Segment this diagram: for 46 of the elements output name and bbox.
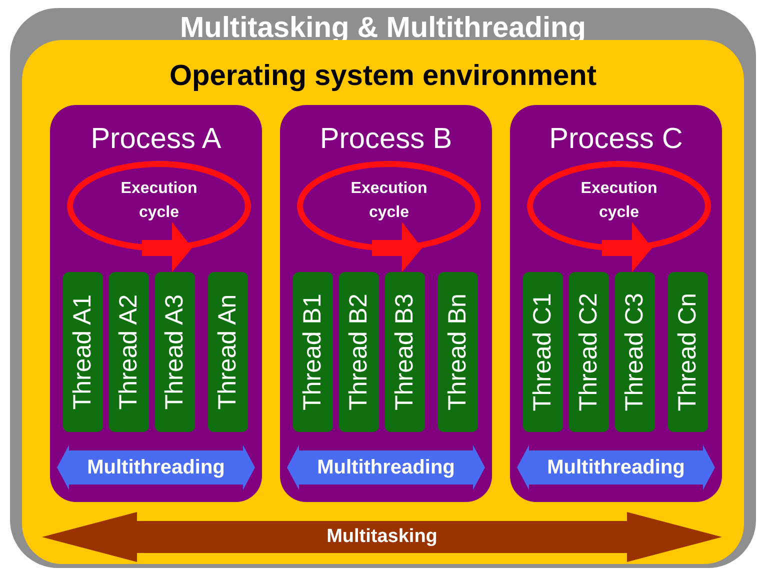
- cycle-label: Execution cycle: [120, 179, 198, 223]
- thread-label: Thread C3: [620, 292, 650, 412]
- thread-label: Thread Cn: [674, 292, 702, 412]
- thread-bar: [208, 272, 248, 432]
- panel-title: Multitasking & Multithreading: [180, 12, 586, 45]
- panel-title: Operating system environment: [169, 60, 597, 93]
- arrow-label: Multithreading: [547, 456, 685, 479]
- thread-bar: [293, 272, 333, 432]
- process-panel: [280, 105, 492, 502]
- process-panel: [510, 105, 722, 502]
- arrow-label: Multithreading: [317, 456, 455, 479]
- thread-bar: [155, 272, 195, 432]
- execution-cycle: [66, 160, 252, 272]
- thread-label: Thread Bn: [444, 294, 472, 410]
- cycle-label: Execution cycle: [580, 179, 658, 223]
- cycle-label: Execution cycle: [350, 179, 428, 223]
- thread-bar: [615, 272, 655, 432]
- process-title: Process B: [320, 123, 452, 156]
- thread-label: Thread B3: [390, 294, 420, 410]
- thread-bar: [569, 272, 609, 432]
- double-arrow: [57, 445, 255, 490]
- thread-bar: [109, 272, 149, 432]
- thread-bar: [438, 272, 478, 432]
- thread-label: Thread An: [214, 294, 242, 410]
- thread-label: Thread B1: [298, 294, 328, 410]
- thread-label: Thread C1: [528, 292, 558, 412]
- execution-cycle: [526, 160, 712, 272]
- thread-bar: [385, 272, 425, 432]
- process-title: Process A: [90, 123, 222, 156]
- double-arrow: [287, 445, 485, 490]
- thread-bar: [339, 272, 379, 432]
- thread-label: Thread A3: [160, 294, 190, 410]
- arrow-label: Multithreading: [87, 456, 225, 479]
- thread-bar: [668, 272, 708, 432]
- thread-label: Thread A1: [68, 294, 98, 410]
- arrow-label: Multitasking: [326, 526, 438, 548]
- thread-bar: [523, 272, 563, 432]
- process-title: Process C: [549, 123, 683, 156]
- double-arrow: [42, 512, 722, 562]
- thread-label: Thread C2: [574, 292, 604, 412]
- thread-label: Thread B2: [344, 294, 374, 410]
- thread-bar: [63, 272, 103, 432]
- double-arrow: [517, 445, 715, 490]
- execution-cycle: [296, 160, 482, 272]
- thread-label: Thread A2: [114, 294, 144, 410]
- process-panel: [50, 105, 262, 502]
